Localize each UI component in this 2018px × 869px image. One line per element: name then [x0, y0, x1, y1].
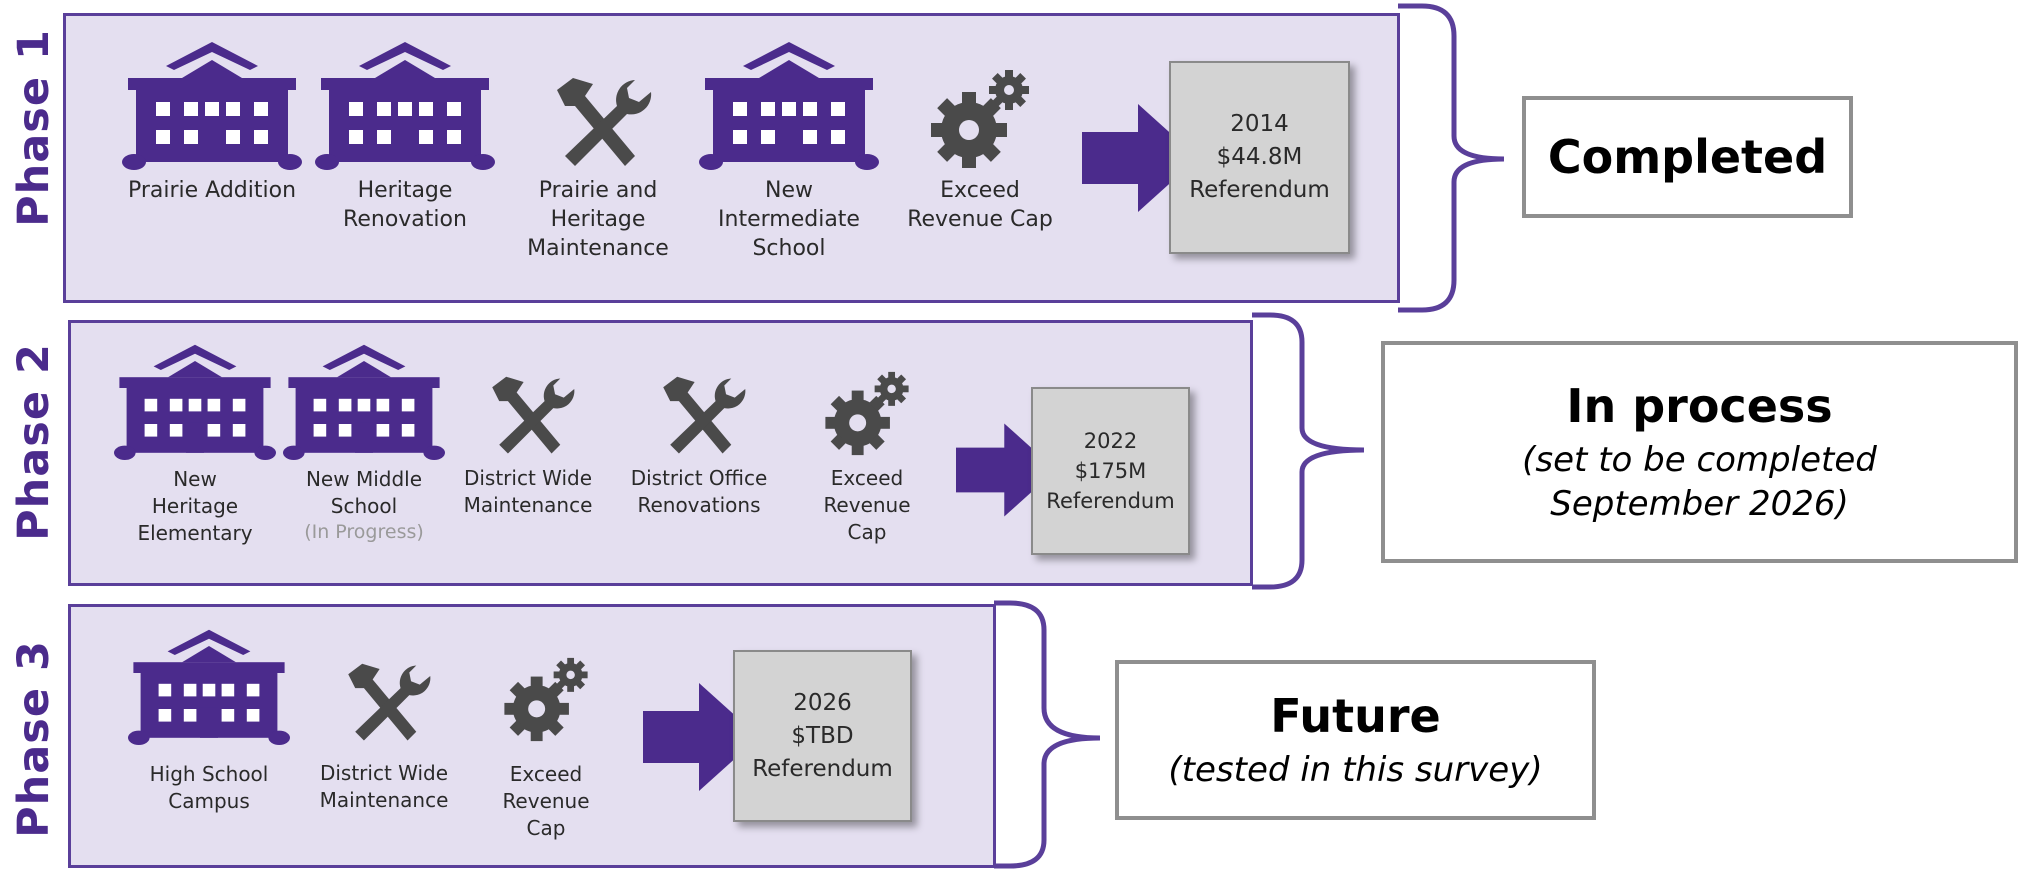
gears-icon [931, 70, 1029, 168]
school-building-icon [122, 42, 302, 170]
right-arrow-icon [956, 423, 1056, 517]
phase-3-bracket [994, 600, 1101, 869]
phase-2-item-2: New Middle School (In Progress) [280, 343, 448, 545]
phase-3-referendum-box: 2026 $TBD Referendum [733, 650, 912, 822]
item-label: District Office Renovations [630, 466, 768, 517]
item-label: New Middle School [305, 467, 423, 518]
phase-2-referendum-box: 2022 $175M Referendum [1031, 387, 1190, 555]
phase-2-item-3: District Wide Maintenance [455, 375, 601, 519]
phase-1-referendum-box: 2014 $44.8M Referendum [1169, 61, 1350, 254]
hammer-wrench-icon [492, 376, 575, 454]
referendum-amount: $175M [1074, 459, 1147, 483]
school-building-icon [315, 42, 495, 170]
phase-2-item-5: Exceed Revenue Cap [792, 370, 942, 546]
gears-icon [825, 371, 909, 456]
school-building-icon [699, 42, 879, 170]
item-label: Heritage Renovation [343, 178, 467, 232]
item-label: Exceed Revenue Cap [502, 762, 590, 840]
phase-1-item-5: Exceed Revenue Cap [892, 68, 1068, 234]
referendum-year: 2022 [1083, 429, 1138, 453]
item-label: New Intermediate School [718, 178, 860, 261]
referendum-label: Referendum [1046, 489, 1175, 513]
item-label: Exceed Revenue Cap [823, 466, 911, 544]
item-label: District Wide Maintenance [319, 761, 449, 812]
item-note: (In Progress) [304, 521, 424, 543]
school-building-icon [283, 344, 445, 460]
phase-1-item-3: Prairie and Heritage Maintenance [513, 76, 683, 263]
phase-2-item-1: New Heritage Elementary [111, 343, 279, 547]
phase-1-item-4: New Intermediate School [694, 40, 884, 263]
status-subtitle: (set to be completed September 2026) [1522, 440, 1877, 524]
right-arrow-icon [1082, 104, 1198, 212]
gears-icon [504, 657, 588, 742]
phase-2-bracket [1252, 312, 1365, 590]
phase-2-item-4: District Office Renovations [621, 375, 777, 519]
right-arrow-icon [643, 683, 759, 791]
hammer-wrench-icon [557, 78, 652, 166]
item-label: District Wide Maintenance [463, 466, 593, 517]
item-label: Exceed Revenue Cap [907, 178, 1053, 232]
referendum-label: Referendum [752, 755, 893, 782]
status-title: Completed [1547, 130, 1828, 184]
phase-2-status-box: In process (set to be completed Septembe… [1381, 341, 2018, 563]
hammer-wrench-icon [663, 376, 746, 454]
school-building-icon [128, 629, 290, 745]
referendum-amount: $TBD [791, 722, 854, 749]
referendum-label: Referendum [1189, 177, 1330, 203]
phase-3-item-3: Exceed Revenue Cap [474, 656, 618, 842]
phase-3-item-2: District Wide Maintenance [312, 662, 456, 814]
status-title: Future [1270, 689, 1441, 743]
phase-1-status-box: Completed [1522, 96, 1853, 218]
item-label: Prairie Addition [127, 178, 297, 203]
referendum-year: 2026 [793, 689, 852, 716]
school-building-icon [114, 344, 276, 460]
hammer-wrench-icon [348, 663, 431, 741]
phase-1-bracket [1398, 3, 1505, 313]
phase-3-status-box: Future (tested in this survey) [1115, 660, 1596, 820]
referendum-year: 2014 [1230, 111, 1289, 137]
status-subtitle: (tested in this survey) [1168, 750, 1543, 790]
item-label: High School Campus [149, 762, 269, 813]
phase-3-item-1: High School Campus [124, 628, 294, 815]
status-title: In process [1566, 379, 1833, 433]
phase-1-item-2: Heritage Renovation [310, 40, 500, 234]
phase-1-item-1: Prairie Addition [117, 40, 307, 205]
item-label: Prairie and Heritage Maintenance [527, 178, 669, 261]
item-label: New Heritage Elementary [137, 467, 253, 545]
referendum-amount: $44.8M [1216, 144, 1303, 170]
